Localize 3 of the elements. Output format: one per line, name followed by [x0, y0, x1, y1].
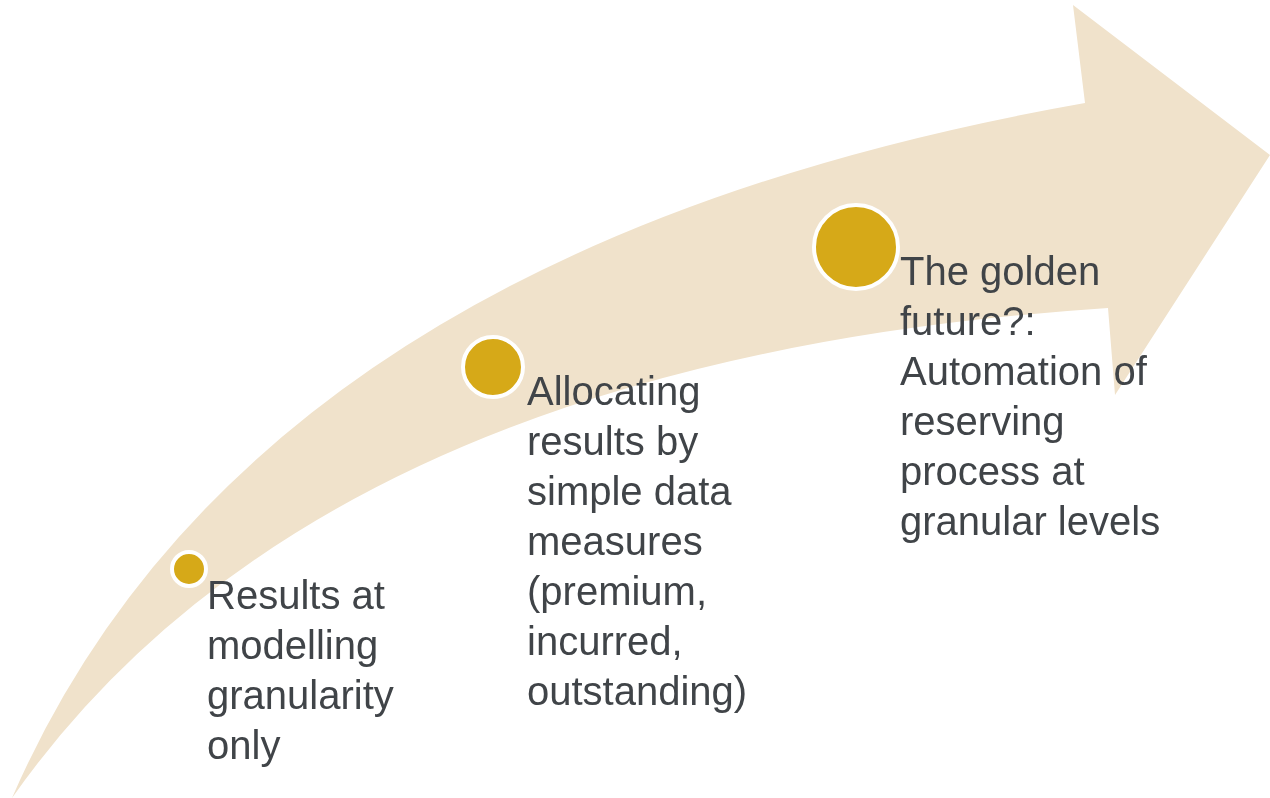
step-text: The golden future?: Automation of reserving process at granular levels — [900, 248, 1162, 545]
step-text: Allocating results by simple data measures (premium, incurred, outstanding) — [527, 368, 749, 715]
step-text: Results at modelling granularity only — [207, 572, 395, 769]
